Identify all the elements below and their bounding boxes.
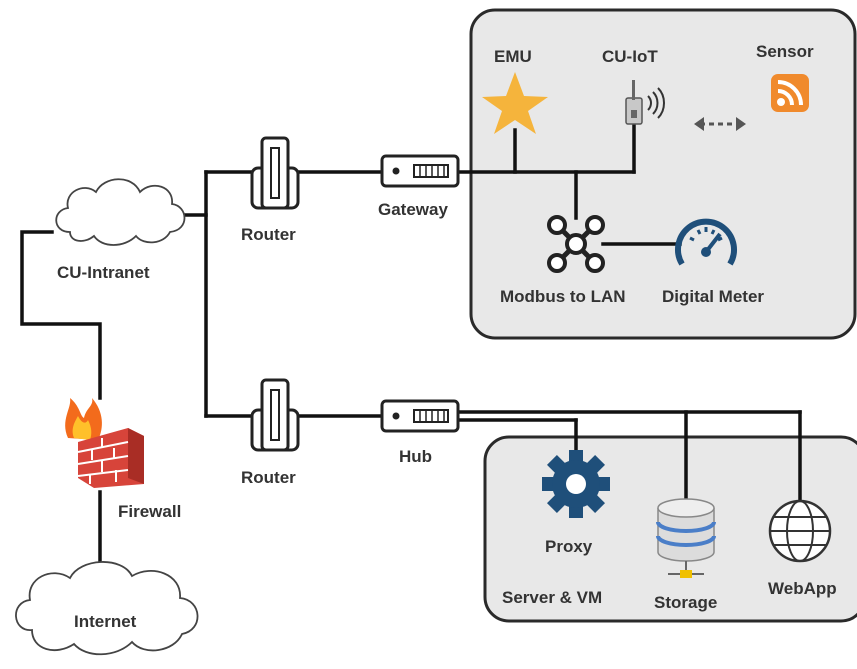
cloud-icon: [55, 178, 186, 246]
digital-meter-label: Digital Meter: [662, 287, 764, 306]
globe-icon: [768, 499, 832, 563]
firewall-icon: [65, 398, 144, 488]
cloud-icon: [15, 561, 199, 656]
wireless-device-icon: [625, 80, 665, 125]
switch-icon: [380, 399, 460, 433]
link-intranet-left: [20, 230, 102, 400]
router-icon: [250, 136, 300, 210]
emu-label: EMU: [494, 47, 532, 66]
cu-iot-label: CU-IoT: [602, 47, 658, 66]
internet-label: Internet: [74, 612, 137, 631]
gear-icon: [542, 450, 610, 518]
webapp-label: WebApp: [768, 579, 837, 598]
firewall-label: Firewall: [118, 502, 181, 521]
switch-icon: [380, 154, 460, 188]
star-icon: [482, 72, 548, 134]
drone-hub-icon: [547, 215, 605, 273]
modbus-label: Modbus to LAN: [500, 287, 626, 306]
router-bottom-label: Router: [241, 468, 296, 487]
sensor-label: Sensor: [756, 42, 814, 61]
cu-intranet-label: CU-Intranet: [57, 263, 150, 282]
rss-feed-icon: [771, 74, 809, 112]
router-icon: [250, 378, 300, 452]
database-icon: [656, 498, 716, 578]
hub-label: Hub: [399, 447, 432, 466]
bidirectional-arrow-icon: [694, 117, 746, 131]
server-vm-label: Server & VM: [502, 588, 602, 607]
gauge-icon: [675, 218, 737, 266]
storage-label: Storage: [654, 593, 717, 612]
gateway-label: Gateway: [378, 200, 448, 219]
proxy-label: Proxy: [545, 537, 593, 556]
router-top-label: Router: [241, 225, 296, 244]
